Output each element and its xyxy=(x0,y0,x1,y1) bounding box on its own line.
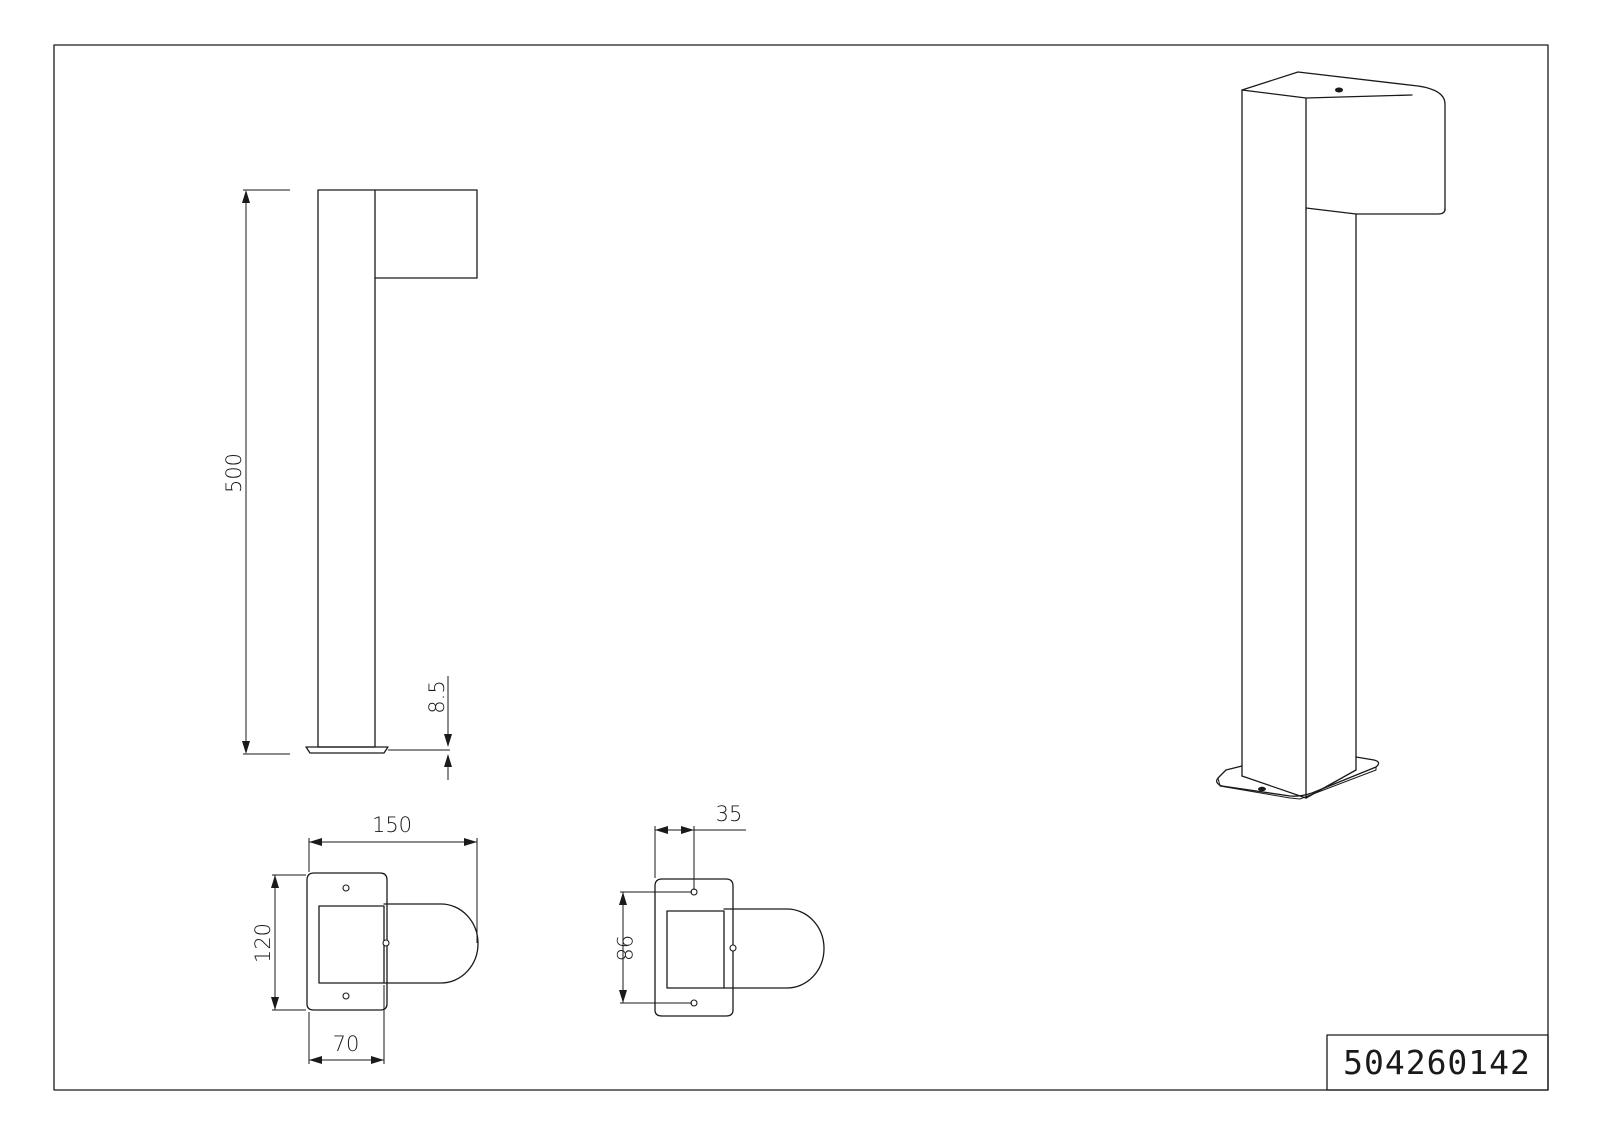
dimension-hole-offset-label: 35 xyxy=(716,802,743,826)
side-view: 500 8.5 xyxy=(222,189,478,780)
product-code: 504260142 xyxy=(1343,1043,1531,1082)
dimension-hole-spacing-label: 98 xyxy=(612,935,636,962)
dimension-width-label: 120 xyxy=(251,923,275,963)
isometric-view xyxy=(1216,71,1446,800)
sheet-frame xyxy=(53,44,1549,1091)
top-view-dimensions: 150 120 70 xyxy=(251,813,479,1064)
dimension-post-width-label: 70 xyxy=(333,1032,360,1056)
dimension-base-thickness-label: 8.5 xyxy=(425,680,449,713)
dimension-height-label: 500 xyxy=(222,453,246,493)
top-view-mounting-holes: 35 98 xyxy=(612,802,825,1017)
title-block: 504260142 xyxy=(1326,1034,1549,1091)
dimension-length-label: 150 xyxy=(372,813,412,837)
